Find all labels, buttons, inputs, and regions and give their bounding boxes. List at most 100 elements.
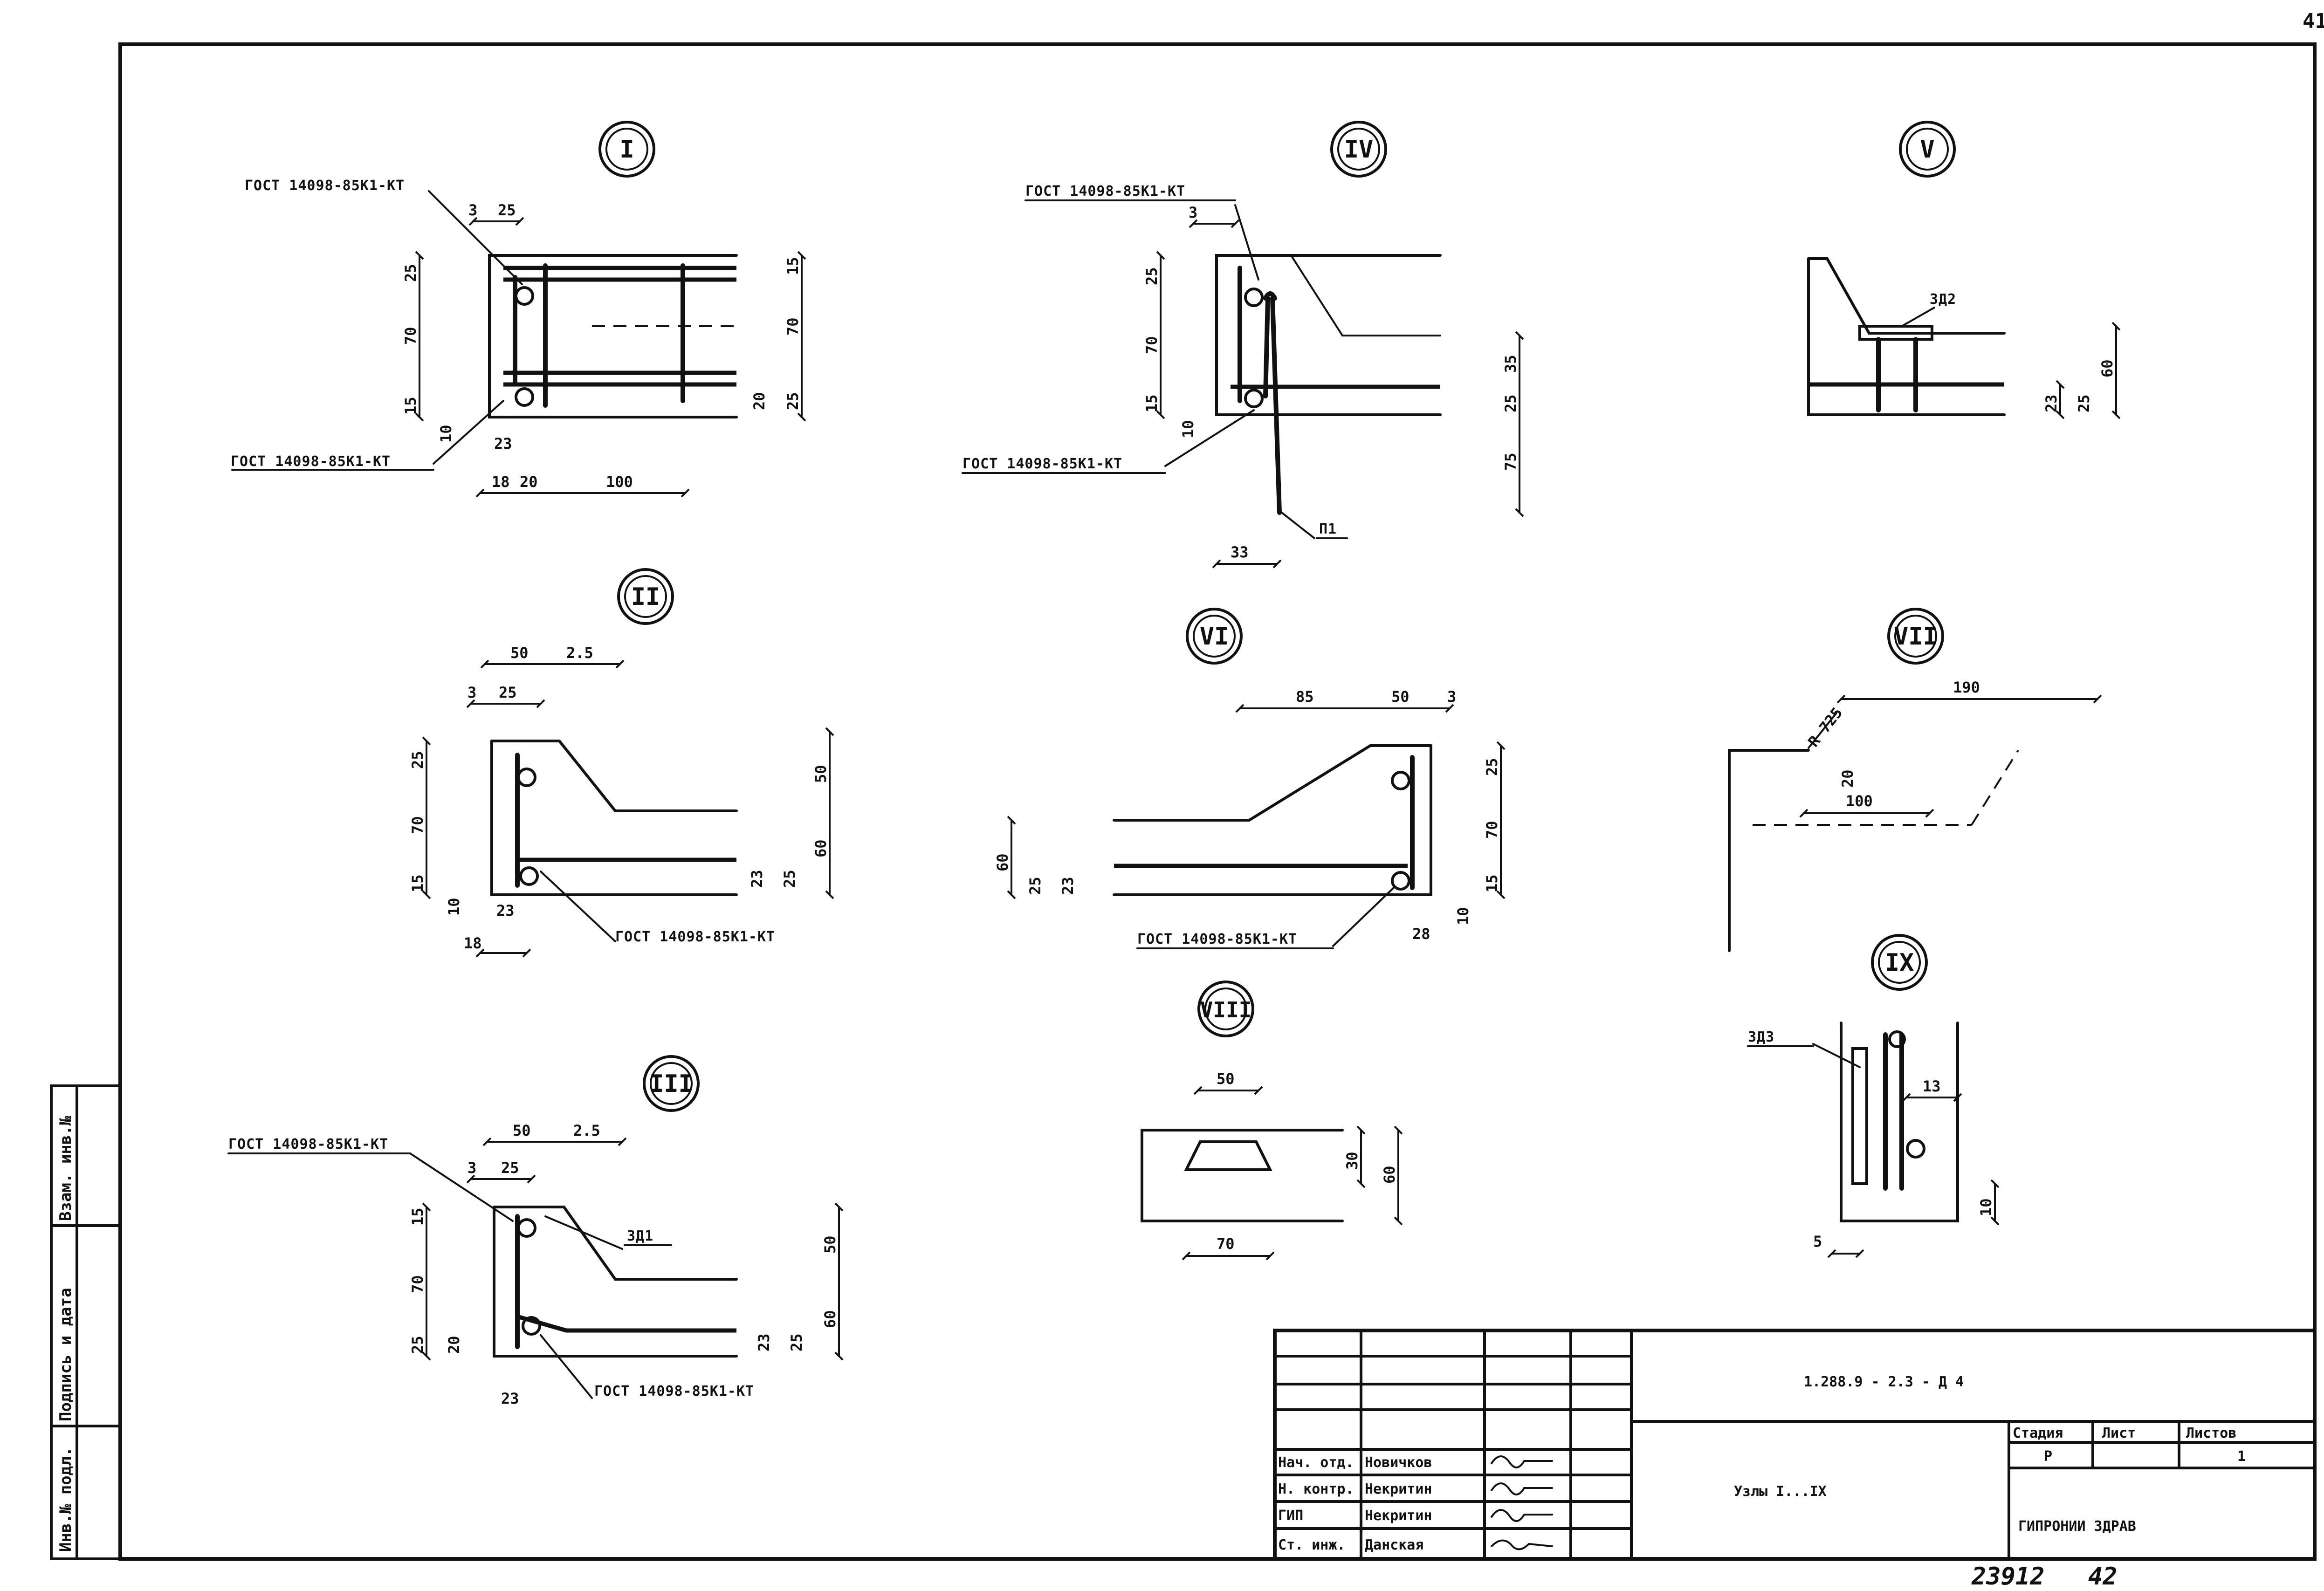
node-VI-dim-60: 60 xyxy=(994,853,1011,871)
node-III-dim-60r: 60 xyxy=(821,1310,839,1328)
node-IV-dim-33: 33 xyxy=(1231,543,1249,561)
node-VI-dim-28: 28 xyxy=(1412,925,1430,943)
node-VI-dim-23: 23 xyxy=(1059,877,1077,895)
sheet-number: 41 xyxy=(2303,9,2324,33)
node-VIII-label: VIII xyxy=(1200,997,1252,1022)
sign-role-2: Н. контр. xyxy=(1278,1481,1354,1497)
node-VI-dim-25: 25 xyxy=(1483,758,1501,776)
node-I-dim-3: 3 xyxy=(468,201,477,219)
stage-value: Р xyxy=(2044,1448,2052,1465)
node-I-dim-25r: 25 xyxy=(784,392,802,410)
node-IV-gost-1: ГОСТ 14098-85К1-КТ xyxy=(1025,183,1185,199)
sheet-header: Лист xyxy=(2102,1425,2136,1441)
node-IV: IV ГОСТ 14098-85К1-КТ ГОСТ 14098-85К1-КТ… xyxy=(962,121,1524,569)
node-I-dim-25b: 25 xyxy=(402,264,419,282)
node-V-dim-23: 23 xyxy=(2042,394,2060,412)
drawing-frame xyxy=(118,42,2317,1561)
node-II-dim-23: 23 xyxy=(496,902,515,919)
node-IV-gost-2: ГОСТ 14098-85К1-КТ xyxy=(963,456,1122,472)
node-VIII: VIII 50 30 60 70 xyxy=(1141,981,1403,1261)
node-IX-dim-13: 13 xyxy=(1923,1077,1941,1095)
node-VIII-dim-50: 50 xyxy=(1217,1070,1235,1088)
node-III-dim-25v: 25 xyxy=(409,1336,426,1354)
node-IX-dim-10: 10 xyxy=(1977,1198,1995,1216)
node-IV-dim-75: 75 xyxy=(1502,453,1520,471)
node-II-dim-23r: 23 xyxy=(748,870,766,888)
node-VIII-dim-30: 30 xyxy=(1343,1152,1361,1170)
node-II-dim-25v: 25 xyxy=(409,751,426,769)
node-II-dim-10: 10 xyxy=(445,898,463,916)
node-I-dim-15: 15 xyxy=(402,397,419,415)
node-I-gost-2: ГОСТ 14098-85К1-КТ xyxy=(231,453,391,470)
node-IV-dim-35: 35 xyxy=(1502,355,1520,373)
node-I-dim-70r: 70 xyxy=(784,317,802,336)
node-IV-p1: П1 xyxy=(1319,521,1337,537)
node-III-dim-70: 70 xyxy=(409,1275,426,1293)
node-IX-dim-5: 5 xyxy=(1813,1233,1822,1250)
node-I-dim-15r: 15 xyxy=(784,257,802,275)
node-VI: VI ГОСТ 14098-85К1-КТ 85 50 3 25 70 15 1… xyxy=(994,608,1506,949)
node-III-dim-3: 3 xyxy=(468,1159,476,1177)
node-VIII-dim-60: 60 xyxy=(1381,1166,1398,1184)
handwritten-signatures xyxy=(1491,1455,1553,1550)
node-II-dim-60r: 60 xyxy=(812,839,830,857)
stamp-inventory-label: Инв.№ подл. xyxy=(56,1447,75,1552)
node-VI-dim-3: 3 xyxy=(1447,688,1456,706)
drawing-title: Узлы I...IX xyxy=(1734,1483,1827,1500)
node-IV-dim-25r: 25 xyxy=(1502,394,1520,412)
node-V-dim-60: 60 xyxy=(2098,359,2116,377)
node-III-label: III xyxy=(649,1070,693,1098)
node-III-dim-25r: 25 xyxy=(788,1333,805,1351)
node-II-label: II xyxy=(631,583,660,611)
node-V: V ЗД2 23 25 60 xyxy=(1807,121,2121,419)
node-I-dim-18: 18 xyxy=(492,473,510,491)
node-IV-label: IV xyxy=(1344,136,1374,164)
node-VI-dim-50: 50 xyxy=(1391,688,1410,706)
sign-name-3: Некритин xyxy=(1365,1508,1432,1524)
footer-format: 42 xyxy=(2088,1563,2118,1591)
node-III-dim-50: 50 xyxy=(513,1122,531,1139)
node-VII: VII 190 R 725 20 100 xyxy=(1728,608,2102,952)
node-III-dim-2.5: 2.5 xyxy=(573,1122,600,1139)
node-II-dim-2.5: 2.5 xyxy=(566,644,593,662)
node-III-dim-23: 23 xyxy=(501,1390,519,1407)
node-I: I ГОСТ 14098-85К1-КТ ГОСТ 14098-85К1-КТ … xyxy=(231,121,806,498)
node-II-dim-18: 18 xyxy=(464,934,482,952)
title-block: 1.288.9 - 2.3 - Д 4 Узлы I...IX Стадия Л… xyxy=(1273,1329,2317,1561)
node-I-dim-25a: 25 xyxy=(498,201,516,219)
node-II-dim-50: 50 xyxy=(510,644,529,662)
node-VI-dim-15: 15 xyxy=(1483,874,1501,892)
node-I-dim-20: 20 xyxy=(520,473,538,491)
node-VII-dim-r725: R 725 xyxy=(1804,704,1846,750)
node-III-zd1: ЗД1 xyxy=(627,1228,653,1244)
node-II-dim-25: 25 xyxy=(499,684,517,701)
node-VI-dim-10: 10 xyxy=(1454,907,1472,925)
node-I-dim-20r: 20 xyxy=(750,392,768,410)
stage-header: Стадия xyxy=(2013,1425,2063,1441)
node-VI-label: VI xyxy=(1200,623,1229,651)
node-I-gost-1: ГОСТ 14098-85К1-КТ xyxy=(245,178,405,194)
node-IX: IX ЗД3 13 10 5 xyxy=(1747,934,2000,1258)
node-III: III ГОСТ 14098-85К1-КТ ЗД1 ГОСТ 14098-85… xyxy=(227,1055,844,1407)
node-VI-dim-70: 70 xyxy=(1483,821,1501,839)
node-VI-gost: ГОСТ 14098-85К1-КТ xyxy=(1137,931,1297,947)
sign-name-2: Некритин xyxy=(1365,1481,1432,1497)
node-III-gost-1: ГОСТ 14098-85К1-КТ xyxy=(228,1136,388,1152)
node-II-dim-3: 3 xyxy=(468,684,476,701)
node-III-dim-50r: 50 xyxy=(821,1235,839,1254)
sign-role-3: ГИП xyxy=(1278,1508,1303,1524)
node-II-dim-70: 70 xyxy=(409,816,426,834)
sign-name-4: Данская xyxy=(1365,1537,1423,1553)
node-IX-zd3: ЗД3 xyxy=(1748,1029,1774,1045)
node-VII-dim-190: 190 xyxy=(1953,679,1980,696)
node-IV-dim-10: 10 xyxy=(1179,420,1197,438)
org-name: ГИПРОНИИ ЗДРАВ xyxy=(2018,1518,2136,1535)
node-V-zd2: ЗД2 xyxy=(1930,291,1956,308)
node-III-dim-15: 15 xyxy=(409,1207,426,1226)
node-II-dim-15: 15 xyxy=(409,874,426,892)
doc-code: 1.288.9 - 2.3 - Д 4 xyxy=(1804,1374,1964,1390)
node-IV-dim-3: 3 xyxy=(1189,204,1197,221)
node-IV-dim-25: 25 xyxy=(1143,267,1161,285)
sheets-value: 1 xyxy=(2237,1448,2246,1465)
node-IX-label: IX xyxy=(1885,949,1914,977)
